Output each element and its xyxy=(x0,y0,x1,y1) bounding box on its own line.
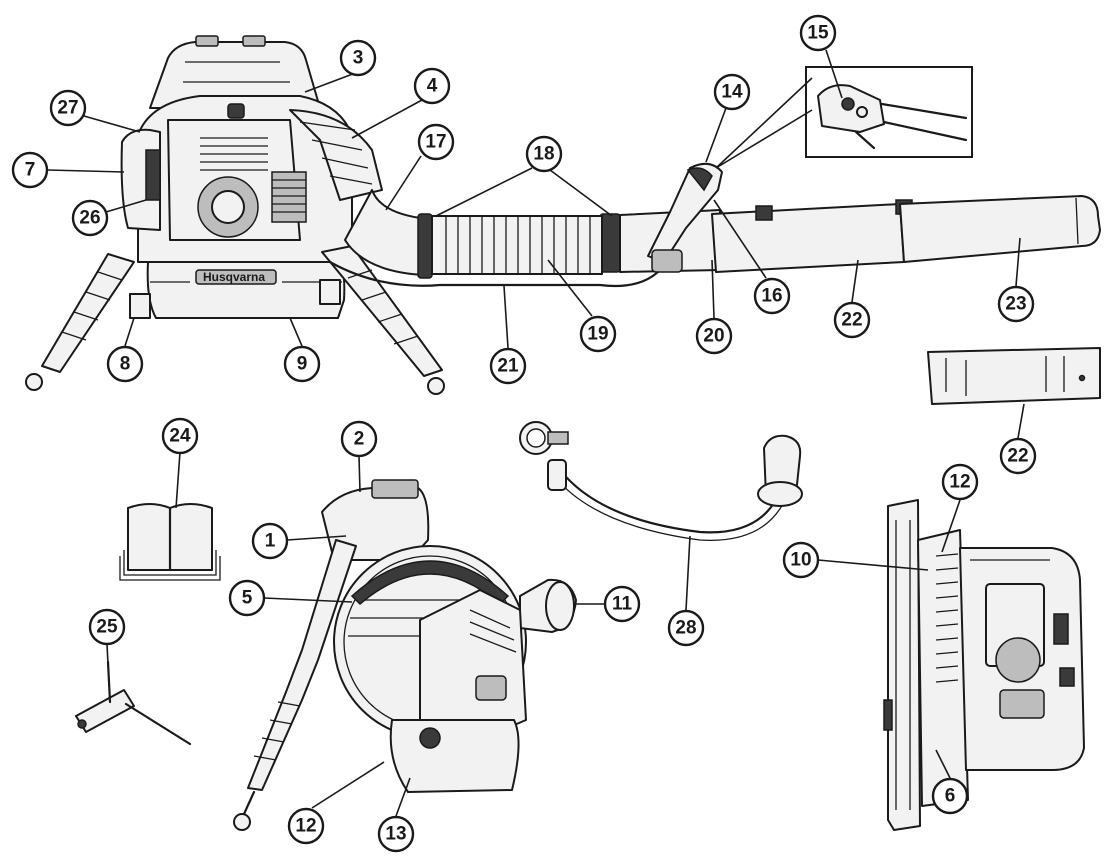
callout-2: 2 xyxy=(340,420,378,458)
callout-12-b-label: 12 xyxy=(949,472,970,493)
callout-20: 20 xyxy=(695,317,733,355)
callout-12-a-label: 12 xyxy=(295,816,316,837)
callout-22-a: 22 xyxy=(833,301,871,339)
callout-16: 16 xyxy=(753,277,791,315)
callout-11-label: 11 xyxy=(612,594,633,615)
throttle-handle-part xyxy=(519,421,803,541)
spare-nozzle xyxy=(927,347,1101,405)
callout-26-label: 26 xyxy=(79,208,100,229)
callout-7-label: 7 xyxy=(25,160,36,181)
blower-front-three-quarter xyxy=(233,479,577,831)
throttle-detail-inset xyxy=(805,66,973,158)
callout-21: 21 xyxy=(489,347,527,385)
leader-lines xyxy=(47,49,1025,817)
callout-27-label: 27 xyxy=(57,98,78,119)
callout-19-label: 19 xyxy=(587,324,608,345)
callout-22-a-label: 22 xyxy=(841,310,862,331)
callout-15: 15 xyxy=(799,14,837,52)
callout-4-label: 4 xyxy=(427,76,438,97)
callout-5: 5 xyxy=(228,579,266,617)
callout-22-b: 22 xyxy=(999,437,1037,475)
blower-rear-view: Husqvarna xyxy=(25,35,662,395)
callout-24: 24 xyxy=(161,417,199,455)
callout-15-label: 15 xyxy=(807,23,829,44)
callout-28: 28 xyxy=(667,609,705,647)
callout-9: 9 xyxy=(283,345,321,383)
callout-8-label: 8 xyxy=(120,354,131,375)
combination-spanner xyxy=(75,660,192,746)
callout-3-label: 3 xyxy=(353,48,364,69)
callout-13-label: 13 xyxy=(385,824,406,845)
callout-17: 17 xyxy=(417,123,455,161)
callout-19: 19 xyxy=(579,315,617,353)
callout-18-label: 18 xyxy=(533,144,554,165)
blow-tube-assembly xyxy=(344,162,1101,279)
callout-26: 26 xyxy=(71,199,109,237)
callout-22-b-label: 22 xyxy=(1007,446,1028,467)
callout-17-label: 17 xyxy=(425,132,446,153)
callout-14: 14 xyxy=(713,73,751,111)
callout-12-b: 12 xyxy=(941,463,979,501)
callout-7: 7 xyxy=(11,151,49,189)
callout-25-label: 25 xyxy=(96,617,118,638)
callout-11: 11 xyxy=(603,585,641,623)
callout-10: 10 xyxy=(782,541,820,579)
callout-24-label: 24 xyxy=(169,426,191,447)
callout-27: 27 xyxy=(49,89,87,127)
callout-25: 25 xyxy=(88,608,126,646)
callout-16-label: 16 xyxy=(761,286,782,307)
callouts: 3 4 27 7 26 8 9 17 18 19 21 20 14 15 16 … xyxy=(11,14,1037,853)
callout-1-label: 1 xyxy=(265,531,276,552)
callout-23-label: 23 xyxy=(1005,294,1026,315)
callout-18: 18 xyxy=(525,135,563,173)
callout-1: 1 xyxy=(251,522,289,560)
callout-21-label: 21 xyxy=(497,356,519,377)
callout-3: 3 xyxy=(339,39,377,77)
callout-2-label: 2 xyxy=(354,429,365,450)
callout-6: 6 xyxy=(931,777,969,815)
callout-9-label: 9 xyxy=(297,354,308,375)
callout-6-label: 6 xyxy=(945,786,956,807)
inset-leader-lines xyxy=(715,77,813,169)
callout-10-label: 10 xyxy=(790,550,811,571)
callout-28-label: 28 xyxy=(675,618,696,639)
callout-12-a: 12 xyxy=(287,807,325,845)
callout-5-label: 5 xyxy=(242,588,253,609)
blower-side-view xyxy=(883,499,1085,831)
callout-14-label: 14 xyxy=(721,82,743,103)
callout-4: 4 xyxy=(413,67,451,105)
callout-23: 23 xyxy=(997,285,1035,323)
callout-8: 8 xyxy=(106,345,144,383)
operator-manual xyxy=(119,503,221,581)
callout-13: 13 xyxy=(377,815,415,853)
brand-logo: Husqvarna xyxy=(203,270,265,284)
callout-20-label: 20 xyxy=(703,326,724,347)
